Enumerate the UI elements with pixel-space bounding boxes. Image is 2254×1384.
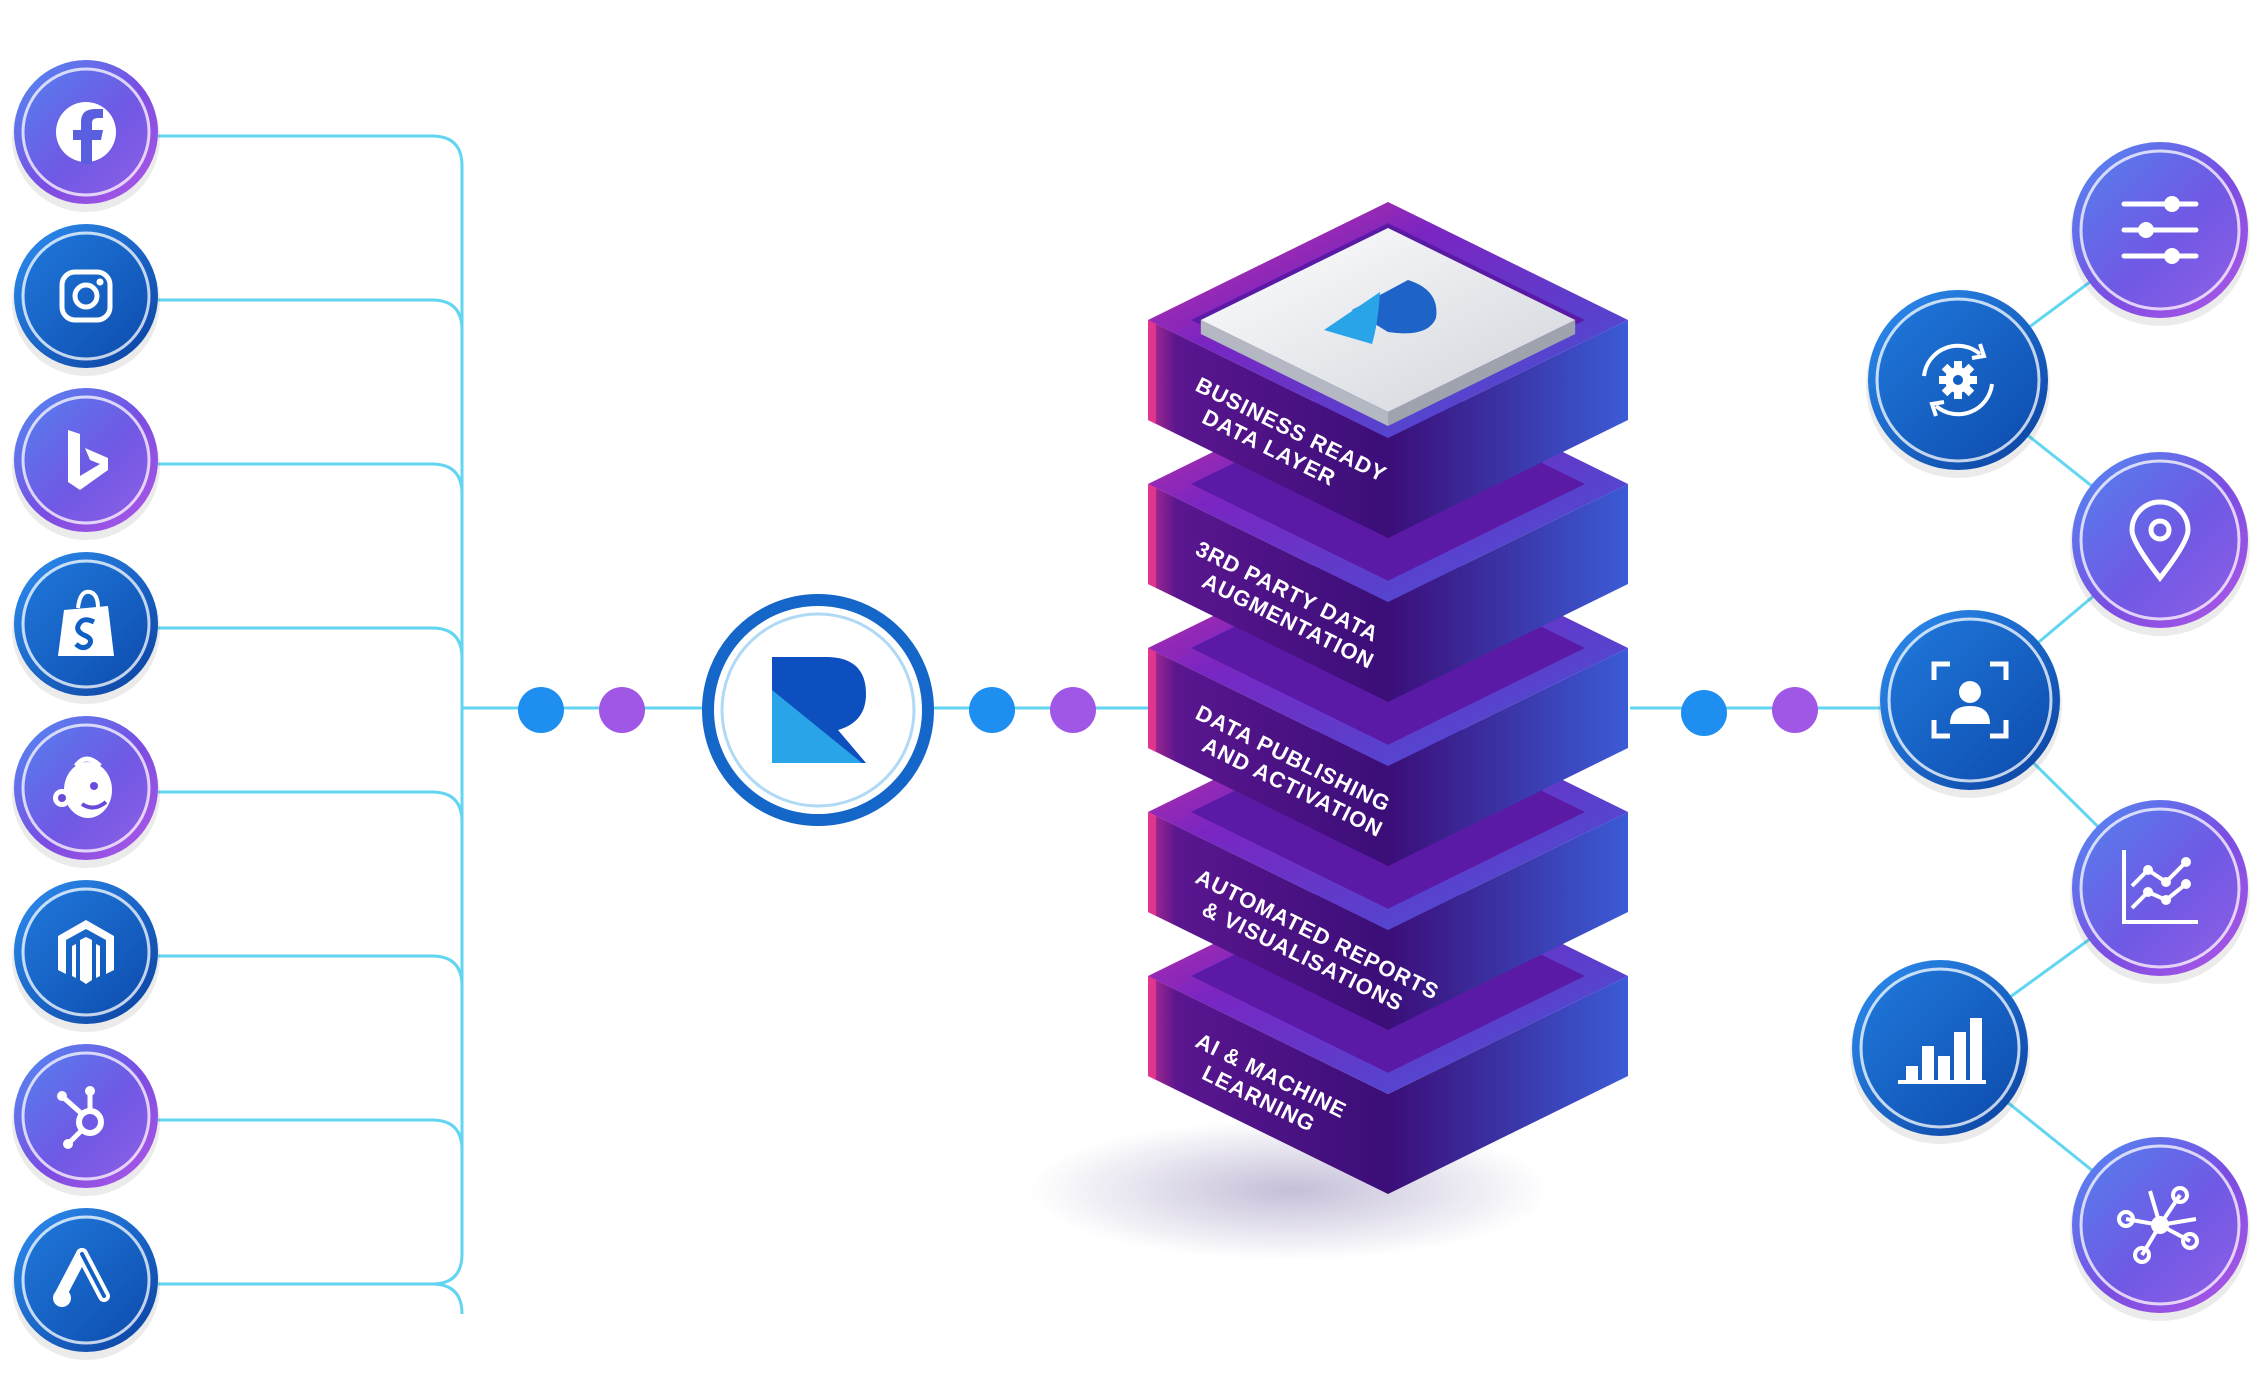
source-connector-lines: [158, 134, 464, 1315]
flow-dot-purple: [599, 687, 645, 733]
hub-node: [702, 594, 934, 826]
source-connector-magento: [158, 954, 464, 987]
source-hubspot: [12, 1044, 160, 1196]
network-icon: [2117, 1186, 2199, 1264]
source-icons: [12, 60, 160, 1360]
source-bing: [12, 388, 160, 540]
output-location: [2070, 452, 2250, 636]
facebook-icon: [56, 102, 116, 164]
platform-logo-icon: [772, 657, 866, 763]
mailchimp-icon: [53, 756, 112, 818]
shopify-icon: [58, 589, 114, 656]
flow-dot-purple: [1050, 687, 1096, 733]
source-trunk-end: [431, 1253, 464, 1286]
bing-icon: [68, 430, 108, 490]
output-network: [2070, 1137, 2250, 1321]
stack-logo-icon: [1324, 280, 1437, 344]
output-analytics: [1850, 960, 2030, 1144]
source-connector-bing: [158, 462, 464, 495]
source-shopify: [12, 552, 160, 704]
source-instagram: [12, 224, 160, 376]
source-connector-google-ads: [158, 1282, 464, 1315]
source-connector-hubspot: [158, 1118, 464, 1151]
output-automation: [1866, 290, 2050, 478]
output-trends: [2070, 800, 2250, 984]
source-connector-instagram: [158, 298, 464, 331]
flow-dots: [518, 687, 1818, 736]
instagram-icon: [59, 269, 113, 323]
source-mailchimp: [12, 716, 160, 868]
source-connector-shopify: [158, 626, 464, 659]
flow-dot-blue: [518, 687, 564, 733]
sync-gear-icon: [1922, 343, 1994, 417]
output-settings: [2070, 142, 2250, 326]
flow-dot-purple: [1772, 687, 1818, 733]
bar-chart-icon: [1898, 1018, 1986, 1084]
flow-dot-blue: [969, 687, 1015, 733]
map-pin-icon: [2129, 499, 2191, 583]
output-identity: [1878, 610, 2062, 798]
source-google-ads: [12, 1208, 160, 1360]
line-chart-icon: [2122, 850, 2198, 924]
magento-icon: [58, 920, 114, 984]
output-icons: [1850, 142, 2250, 1321]
source-connector-mailchimp: [158, 790, 464, 823]
flow-dot-blue: [1681, 690, 1727, 736]
google-ads-icon: [53, 1248, 110, 1307]
hubspot-icon: [57, 1086, 104, 1149]
source-magento: [12, 880, 160, 1032]
source-facebook: [12, 60, 160, 212]
source-connector-facebook: [158, 134, 464, 167]
sliders-icon: [2121, 196, 2199, 264]
person-scan-icon: [1931, 661, 2009, 739]
stack-top-pad: [1200, 227, 1576, 427]
